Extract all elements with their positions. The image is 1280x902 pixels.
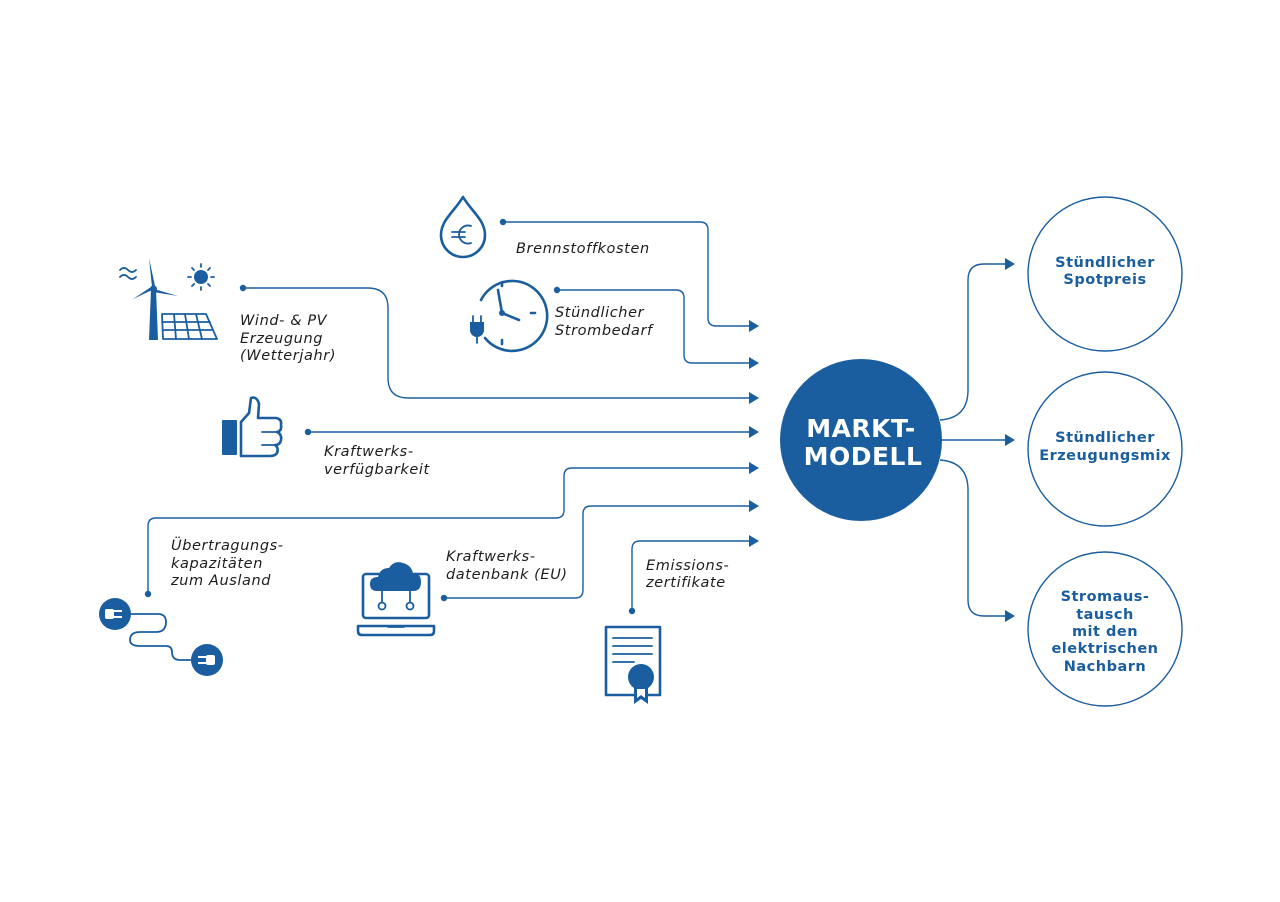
arrow-head [1005, 434, 1015, 446]
market-model-node: MARKT- MODELL [780, 359, 942, 521]
input-connectors [144, 218, 759, 615]
output-exchange-line1: Stromaus- [1061, 589, 1150, 605]
output-exchange-line5: Nachbarn [1064, 659, 1146, 675]
output-exchange-line4: elektrischen [1051, 641, 1158, 657]
connector-dot [628, 607, 636, 615]
cloud-laptop-icon [356, 562, 436, 637]
connector-exchange [939, 459, 1006, 617]
thumbs-up-icon [222, 396, 283, 458]
input-labels: Brennstoffkosten Stündlicher Strombedarf… [170, 241, 729, 591]
label-transmission-line1: Übertragungs- [171, 536, 284, 554]
arrow-head [749, 320, 759, 332]
label-plant-database-line2: datenbank (EU) [446, 567, 568, 583]
connector-transmission [147, 467, 751, 594]
connector-plant-database [444, 505, 751, 599]
connector-hourly-demand [557, 289, 751, 364]
plug-cable-icon [99, 598, 223, 676]
output-circle [1027, 371, 1183, 527]
connector-dot [144, 590, 152, 598]
connector-emissions [631, 540, 751, 611]
arrow-head [749, 500, 759, 512]
label-hourly-demand-line1: Stündlicher [555, 305, 645, 321]
arrow-head [749, 426, 759, 438]
output-spot-price: Stündlicher Spotpreis [1027, 196, 1183, 352]
output-circle [1027, 196, 1183, 352]
arrow-head [749, 535, 759, 547]
arrow-head [749, 392, 759, 404]
output-generation-mix-line1: Stündlicher [1055, 430, 1155, 446]
output-exchange-line2: tausch [1076, 607, 1134, 623]
connector-dot [239, 284, 247, 292]
arrow-head [1005, 610, 1015, 622]
arrow-head [749, 462, 759, 474]
connector-dot [499, 218, 507, 226]
certificate-icon [604, 625, 662, 704]
output-circle [1027, 551, 1183, 707]
connector-spot-price [939, 263, 1006, 421]
output-exchange: Stromaus- tausch mit den elektrischen Na… [1027, 551, 1183, 707]
label-plant-availability-line2: verfügbarkeit [324, 462, 431, 478]
connector-wind-pv [243, 287, 751, 399]
label-wind-pv-line2: Erzeugung [240, 331, 323, 347]
connector-fuel-costs [503, 221, 751, 327]
wind-solar-icon [119, 258, 218, 340]
label-plant-database-line1: Kraftwerks- [446, 549, 536, 565]
label-wind-pv-line1: Wind- & PV [240, 313, 328, 329]
arrow-head [749, 357, 759, 369]
market-model-circle [780, 359, 942, 521]
output-generation-mix-line2: Erzeugungsmix [1039, 448, 1171, 464]
label-fuel-costs: Brennstoffkosten [516, 241, 650, 257]
label-wind-pv-line3: (Wetterjahr) [240, 348, 336, 364]
arrow-head [1005, 258, 1015, 270]
label-emissions-line2: zertifikate [645, 575, 726, 591]
label-plant-availability-line1: Kraftwerks- [324, 444, 414, 460]
connector-dot [304, 428, 312, 436]
connector-dot [553, 286, 561, 294]
euro-drop-icon [439, 195, 487, 259]
output-exchange-line3: mit den [1072, 624, 1138, 640]
label-hourly-demand-line2: Strombedarf [555, 323, 654, 339]
label-emissions-line1: Emissions- [646, 558, 729, 574]
clock-plug-icon [470, 279, 549, 353]
connector-dot [440, 594, 448, 602]
market-model-title-line2: MODELL [804, 442, 923, 471]
output-connectors [939, 258, 1015, 622]
market-model-title-line1: MARKT- [806, 414, 916, 443]
label-transmission-line2: kapazitäten [171, 556, 263, 572]
label-transmission-line3: zum Ausland [170, 573, 271, 589]
output-generation-mix: Stündlicher Erzeugungsmix [1027, 371, 1183, 527]
output-spot-price-line2: Spotpreis [1063, 272, 1146, 288]
output-spot-price-line1: Stündlicher [1055, 255, 1155, 271]
